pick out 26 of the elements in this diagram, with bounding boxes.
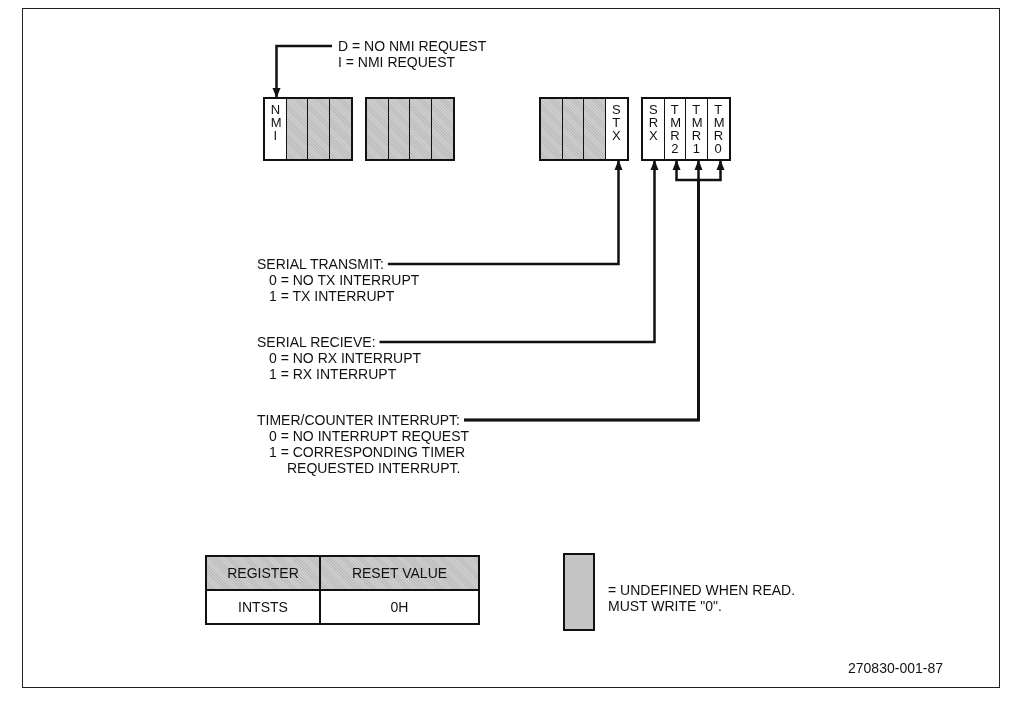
reserved-bit-cell xyxy=(562,99,584,159)
register-bit-cell: TMR1 xyxy=(686,99,708,159)
reserved-bit-cell xyxy=(308,99,330,159)
register-bit-cell: STX xyxy=(605,99,627,159)
reserved-bit-cell xyxy=(410,99,432,159)
reserved-bit-cell xyxy=(541,99,563,159)
register-bit-cell: SRX xyxy=(643,99,665,159)
register-bit-cell: TMR0 xyxy=(707,99,729,159)
reserved-bit-cell xyxy=(286,99,308,159)
figure-number: 270830-001-87 xyxy=(848,660,943,676)
annotation-text: TIMER/COUNTER INTERRUPT: 0 = NO INTERRUPT REQUEST 1 = CORRESPONDING TIMER REQUESTED INTERRUPT. xyxy=(257,412,477,476)
annotation-text: D = NO NMI REQUEST I = NMI REQUEST xyxy=(338,38,487,70)
table-cell: INTSTS xyxy=(206,590,320,624)
table-header-cell: RESET VALUE xyxy=(320,556,479,590)
reserved-bit-cell xyxy=(431,99,453,159)
reserved-bit-cell xyxy=(329,99,351,159)
table-cell: 0H xyxy=(320,590,479,624)
annotation-text: SERIAL RECIEVE: 0 = NO RX INTERRUPT 1 = RX INTERRUPT xyxy=(257,334,422,382)
reserved-bit-cell xyxy=(388,99,410,159)
reserved-bit-cell xyxy=(584,99,606,159)
reserved-bit-cell xyxy=(367,99,389,159)
legend-text: = UNDEFINED WHEN READ. MUST WRITE "0". xyxy=(608,582,797,614)
table-header-cell: REGISTER xyxy=(206,556,320,590)
register-bit-cell: TMR2 xyxy=(664,99,686,159)
annotation-text: SERIAL TRANSMIT: 0 = NO TX INTERRUPT 1 = TX INTERRUPT xyxy=(257,256,420,304)
register-bit-cell: NMI xyxy=(265,99,287,159)
